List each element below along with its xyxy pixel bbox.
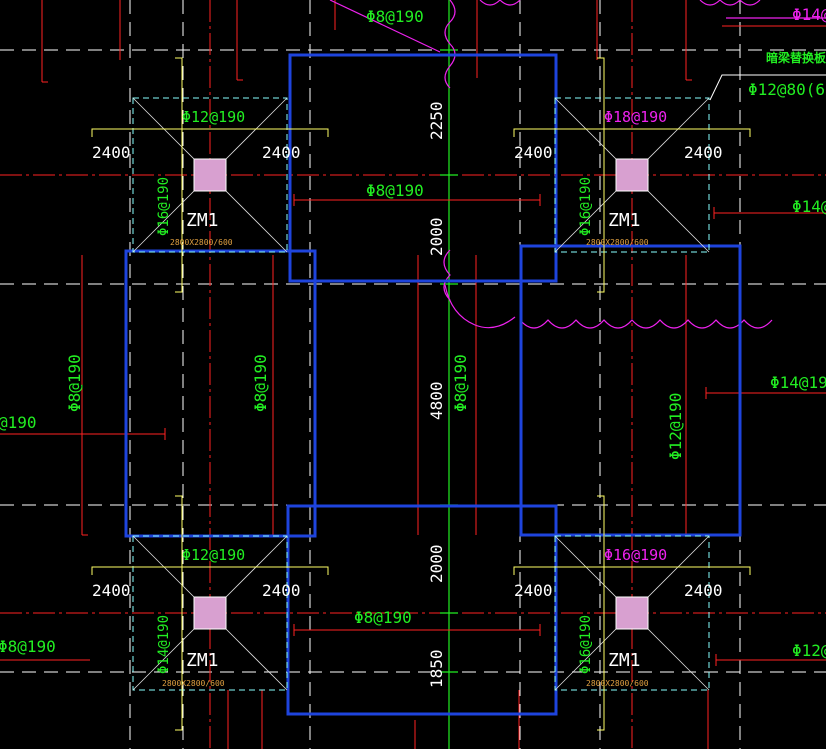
cap-dim-left: 2400 [514, 143, 553, 162]
cap-size: 2800X2800/600 [162, 679, 225, 688]
cap-side-bar: Φ16@190 [578, 177, 594, 236]
cap-top-bar: Φ12@190 [182, 108, 245, 126]
label-left-strip-v1: Φ8@190 [65, 354, 84, 412]
dim-1850: 1850 [427, 649, 446, 688]
dim-2250: 2250 [427, 101, 446, 140]
cap-dim-left: 2400 [92, 581, 131, 600]
label-left-strip-v2: Φ8@190 [251, 354, 270, 412]
cap-dim-left: 2400 [92, 143, 131, 162]
label-right-row1: Φ14@ [792, 197, 826, 216]
pilecap-shapes [91, 57, 751, 731]
label-note-rebar: Φ12@80(6) [748, 80, 826, 99]
cap-size: 2800X2800/600 [170, 238, 233, 247]
cap-dim-right: 2400 [684, 143, 723, 162]
dim-2000-top: 2000 [427, 217, 446, 256]
cap-top-bar: Φ12@190 [182, 546, 245, 564]
label-top-right-cut: Φ14@ [792, 5, 826, 24]
label-left-bottom-cut: Φ8@190 [0, 637, 56, 656]
cap-dim-right: 2400 [684, 581, 723, 600]
cap-top-bar: Φ16@190 [604, 546, 667, 564]
cap-size: 2800X2800/600 [586, 679, 649, 688]
note-leader [709, 74, 826, 101]
label-center-bottom: Φ8@190 [354, 608, 412, 627]
pilecap-3-labels: Φ12@190 2400 2400 Φ14@190 ZM1 2800X2800/… [92, 546, 301, 688]
cap-name: ZM1 [608, 210, 641, 231]
dim-2000-bottom: 2000 [427, 544, 446, 583]
cap-top-bar: Φ18@190 [604, 108, 667, 126]
strip-outlines [124, 53, 742, 716]
label-right-bottom: Φ12@ [792, 641, 826, 660]
dim-4800: 4800 [427, 381, 446, 420]
cap-side-bar: Φ16@190 [578, 615, 594, 674]
cap-size: 2800X2800/600 [586, 238, 649, 247]
label-right-mid: Φ14@190 [770, 373, 826, 392]
cap-side-bar: Φ14@190 [156, 615, 172, 674]
cap-dim-right: 2400 [262, 581, 301, 600]
cap-side-bar: Φ16@190 [156, 177, 172, 236]
label-center-vertical: Φ8@190 [451, 354, 470, 412]
label-top-center: Φ8@190 [366, 7, 424, 26]
pilecap-4-labels: Φ16@190 2400 2400 Φ16@190 ZM1 2800X2800/… [514, 546, 723, 688]
cap-dim-left: 2400 [514, 581, 553, 600]
pilecap-1-labels: Φ12@190 2400 2400 Φ16@190 ZM1 2800X2800/… [92, 108, 301, 247]
label-note-top-right: 暗梁替换板筋 [766, 50, 826, 65]
cap-name: ZM1 [186, 210, 219, 231]
slab-edge [329, 0, 826, 329]
cap-name: ZM1 [608, 650, 641, 671]
label-right-strip-v: Φ12@190 [666, 393, 685, 460]
cap-dim-right: 2400 [262, 143, 301, 162]
pilecap-2-labels: Φ18@190 2400 2400 Φ16@190 ZM1 2800X2800/… [514, 108, 723, 247]
label-left-mid-cut: @190 [0, 413, 37, 432]
cap-name: ZM1 [186, 650, 219, 671]
label-center-top: Φ8@190 [366, 181, 424, 200]
